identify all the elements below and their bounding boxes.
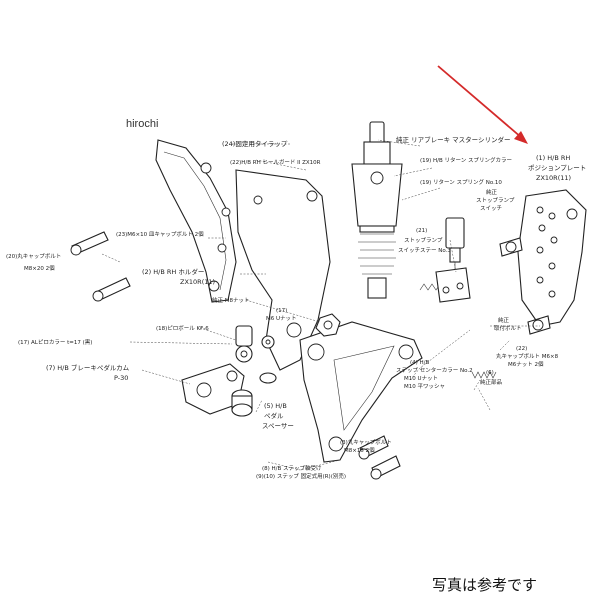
label-8b: (9)(10) ステップ 固定式用(R)(別売) xyxy=(256,472,346,480)
cap-bolts-bottom xyxy=(358,435,401,480)
pillow-ball-parts xyxy=(235,325,275,363)
label-3a: (3)丸キャップボルト xyxy=(340,438,392,446)
label-5c: スペーサー xyxy=(262,422,294,430)
label-1a: (1) H/B RH xyxy=(536,154,570,162)
label-24: (24)固定用タイラップ xyxy=(222,139,288,148)
rh-holder-part xyxy=(235,169,331,371)
label-4b: ステップ センターカラー No.2 xyxy=(396,366,473,374)
label-22a: (22) xyxy=(516,346,527,352)
label-21a: (21) xyxy=(416,228,427,234)
label-21b: ストップランプ xyxy=(404,237,443,244)
label-1b: ポジションプレート xyxy=(528,164,586,172)
label-17a: (17) xyxy=(276,308,287,314)
cap-bolts-left xyxy=(70,231,131,302)
label-20a: (20)丸キャップボルト xyxy=(6,252,61,260)
lower-spring xyxy=(471,371,497,379)
label-4a: (4) H/B xyxy=(410,360,430,366)
label-6b: 純正部品 xyxy=(480,378,503,386)
label-4d: M10 平ワッシャ xyxy=(404,383,445,390)
label-master-cylinder: 純正 リアブレーキ マスターシリンダー xyxy=(396,135,511,144)
label-7b: P-30 xyxy=(114,374,128,382)
label-1c: ZX10R(11) xyxy=(536,174,571,182)
label-4c: M10 Uナット xyxy=(404,375,438,382)
leader-lines xyxy=(101,139,540,471)
label-7a: (7) H/B ブレーキペダルカム xyxy=(46,363,130,372)
m8-nut xyxy=(315,313,341,337)
label-17b: M6 Uナット xyxy=(266,315,297,322)
label-m8-nut: 純正 M8ナット xyxy=(212,296,250,304)
label-2a: (2) H/B RH ホルダー xyxy=(142,267,204,276)
label-5b: ペダル xyxy=(264,411,284,420)
label-fix-1: 純正 xyxy=(498,316,510,324)
label-8a: (8) H/B ステップ軸受け xyxy=(262,464,322,472)
label-3b: M8×15 2個 xyxy=(344,446,375,454)
label-22b: 丸キャップボルト M6×8 xyxy=(496,352,559,360)
stop-lamp-switch xyxy=(445,217,465,272)
label-2b: ZX10R(11) xyxy=(180,278,215,286)
red-pointer-arrow xyxy=(437,65,528,144)
label-21c: スイッチステー No.3 xyxy=(398,247,451,254)
fixing-bolts xyxy=(499,237,551,335)
label-6a: (6) xyxy=(486,370,494,376)
label-20b: M8×20 2個 xyxy=(24,264,55,272)
label-switch-2: ストップランプ xyxy=(476,197,515,204)
label-fix-2: 取付ボルト xyxy=(494,324,522,332)
watermark: hirochi xyxy=(126,118,158,130)
label-19a: (19) H/B リターン スプリングカラー xyxy=(420,156,512,164)
pedal-spacer xyxy=(231,372,277,417)
label-switch-3: スイッチ xyxy=(480,205,502,212)
label-5a: (5) H/B xyxy=(264,402,287,410)
heel-guard-part xyxy=(155,139,237,303)
step-bracket-part xyxy=(299,321,423,463)
label-heel-guard: (22)H/B RH ヒールガード II ZX10R xyxy=(230,158,321,166)
position-plate-part xyxy=(517,189,587,327)
rear-brake-master-cylinder xyxy=(351,121,403,299)
label-17c: (17) ALピロカラー t=17 (黒) xyxy=(18,339,92,346)
label-23: (23)M6×10 皿キャップボルト 2個 xyxy=(116,230,204,238)
label-19b: (19) リターン スプリング No.10 xyxy=(420,178,502,186)
label-18: (18)ピロボール KF-6 xyxy=(156,324,209,332)
reference-photo-note: 写真は参考です xyxy=(432,576,537,594)
label-switch-1: 純正 xyxy=(486,188,498,196)
switch-stay-part xyxy=(435,267,471,303)
label-22c: M6ナット 2個 xyxy=(508,360,544,368)
